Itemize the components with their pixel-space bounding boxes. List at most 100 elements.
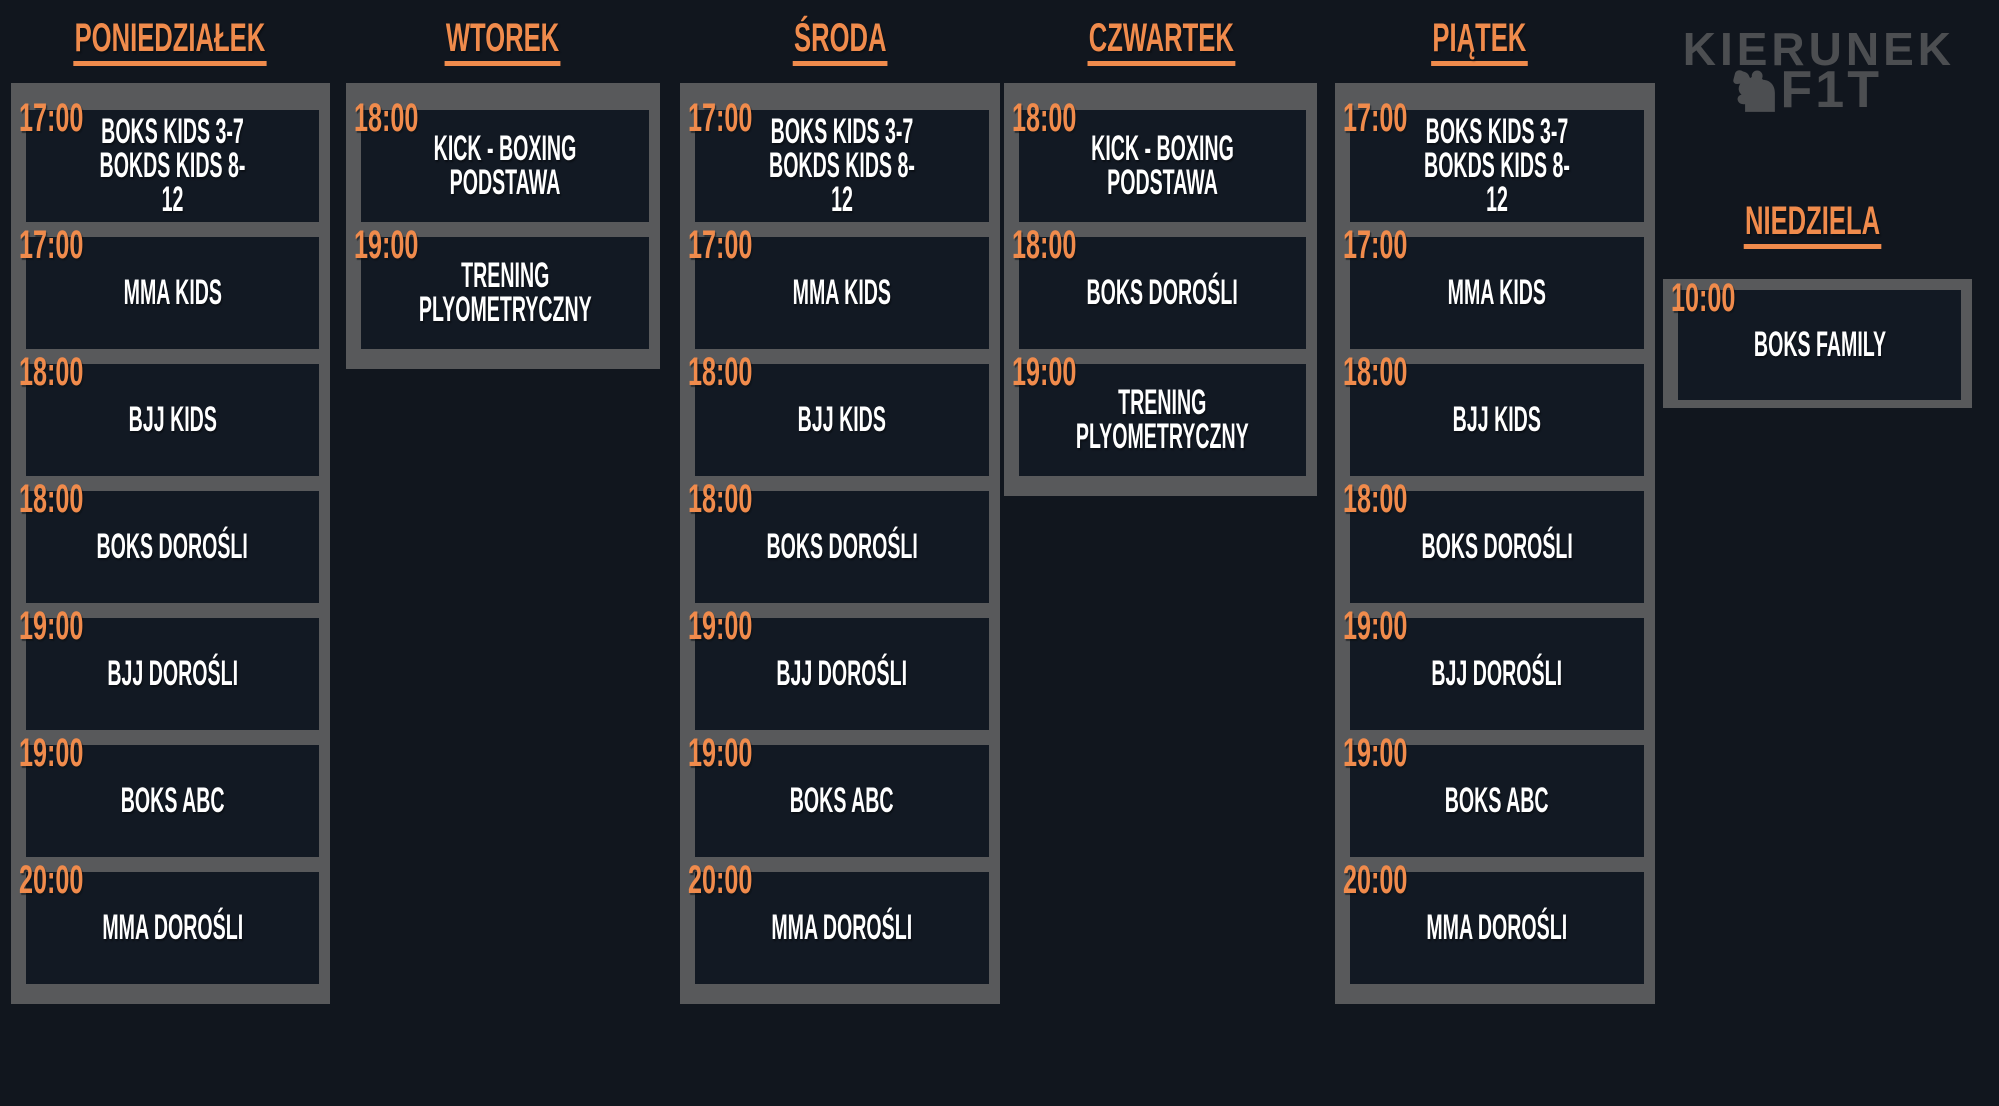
- class-time-text: 17:00: [1343, 96, 1408, 140]
- day-header-label: CZWARTEK: [1087, 18, 1235, 66]
- class-name: BJJ KIDS: [128, 400, 217, 439]
- class-name: KICK - BOXING PODSTAWA: [1091, 129, 1234, 202]
- logo-wordmark-f1t: F1T: [1780, 61, 1882, 119]
- class-time-text: 18:00: [1012, 96, 1077, 140]
- day-header-label: PONIEDZIAŁEK: [73, 18, 267, 66]
- day-header: CZWARTEK: [991, 18, 1331, 66]
- class-time-label: 17:00: [1343, 225, 1445, 265]
- class-box: BJJ DOROŚLI: [695, 618, 989, 730]
- class-box: MMA DOROŚLI: [26, 872, 319, 984]
- class-name: MMA DOROŚLI: [1426, 908, 1568, 947]
- day-header: NIEDZIELA: [1643, 201, 1983, 249]
- class-box: TRENING PLYOMETRYCZNY: [361, 237, 649, 349]
- class-name: BJJ KIDS: [797, 400, 887, 439]
- class-box: BJJ KIDS: [695, 364, 989, 476]
- class-box: BJJ DOROŚLI: [26, 618, 319, 730]
- class-box: BOKS KIDS 3-7 BOKDS KIDS 8-12: [26, 110, 319, 222]
- class-time-label: 20:00: [688, 860, 790, 900]
- class-box: BOKS ABC: [695, 745, 989, 857]
- class-time-label: 19:00: [1343, 606, 1445, 646]
- class-time-label: 19:00: [19, 733, 121, 773]
- class-time-text: 19:00: [1343, 731, 1408, 775]
- class-time-label: 17:00: [688, 98, 790, 138]
- class-time-label: 20:00: [1343, 860, 1445, 900]
- class-box: BOKS ABC: [26, 745, 319, 857]
- class-time-label: 20:00: [19, 860, 121, 900]
- day-header: WTOREK: [333, 18, 673, 66]
- class-box: TRENING PLYOMETRYCZNY: [1019, 364, 1306, 476]
- class-box: BJJ DOROŚLI: [1350, 618, 1644, 730]
- class-box: MMA DOROŚLI: [1350, 872, 1644, 984]
- class-time-text: 18:00: [688, 477, 753, 521]
- class-name: BOKS KIDS 3-7 BOKDS KIDS 8-12: [1424, 112, 1570, 219]
- class-time-text: 10:00: [1671, 276, 1736, 320]
- class-name: BOKS DOROŚLI: [766, 527, 918, 566]
- day-header: PIĄTEK: [1309, 18, 1649, 66]
- class-name: BOKS ABC: [1445, 781, 1549, 820]
- class-box: BOKS FAMILY: [1678, 290, 1961, 400]
- day-header: ŚRODA: [670, 18, 1010, 66]
- class-box: BJJ KIDS: [26, 364, 319, 476]
- class-time-label: 18:00: [1343, 479, 1445, 519]
- class-time-text: 18:00: [1343, 350, 1408, 394]
- class-time-label: 18:00: [354, 98, 456, 138]
- class-time-text: 18:00: [1012, 223, 1077, 267]
- class-box: MMA KIDS: [26, 237, 319, 349]
- class-time-text: 18:00: [688, 350, 753, 394]
- class-time-text: 17:00: [1343, 223, 1408, 267]
- class-name: TRENING PLYOMETRYCZNY: [418, 256, 592, 329]
- class-name: BOKS ABC: [790, 781, 894, 820]
- class-time-label: 18:00: [19, 479, 121, 519]
- class-time-text: 17:00: [688, 223, 753, 267]
- class-time-text: 19:00: [354, 223, 419, 267]
- class-box: BOKS DOROŚLI: [26, 491, 319, 603]
- class-name: BOKS DOROŚLI: [96, 527, 249, 566]
- class-time-text: 18:00: [19, 477, 84, 521]
- class-time-label: 17:00: [19, 225, 121, 265]
- class-name: BOKS DOROŚLI: [1421, 527, 1573, 566]
- class-name: BOKS ABC: [120, 781, 225, 820]
- class-box: BOKS KIDS 3-7 BOKDS KIDS 8-12: [1350, 110, 1644, 222]
- class-box: BOKS DOROŚLI: [1350, 491, 1644, 603]
- class-time-label: 18:00: [688, 352, 790, 392]
- class-time-label: 19:00: [688, 606, 790, 646]
- day-header-label: WTOREK: [445, 18, 561, 66]
- day-header-label: NIEDZIELA: [1744, 201, 1882, 249]
- class-box: KICK - BOXING PODSTAWA: [1019, 110, 1306, 222]
- class-name: MMA DOROŚLI: [102, 908, 243, 947]
- class-box: BJJ KIDS: [1350, 364, 1644, 476]
- class-name: MMA KIDS: [123, 273, 222, 312]
- class-name: TRENING PLYOMETRYCZNY: [1076, 383, 1249, 456]
- class-time-text: 17:00: [19, 96, 84, 140]
- class-time-label: 17:00: [1343, 98, 1445, 138]
- class-name: BJJ DOROŚLI: [776, 654, 908, 693]
- class-name: BOKS DOROŚLI: [1086, 273, 1239, 312]
- class-time-label: 17:00: [688, 225, 790, 265]
- class-time-text: 19:00: [688, 604, 753, 648]
- class-name: MMA DOROŚLI: [771, 908, 913, 947]
- class-time-label: 19:00: [354, 225, 456, 265]
- day-header-label: ŚRODA: [792, 18, 888, 66]
- class-time-text: 19:00: [1012, 350, 1077, 394]
- class-name: MMA KIDS: [792, 273, 892, 312]
- class-time-label: 19:00: [19, 606, 121, 646]
- class-box: MMA KIDS: [1350, 237, 1644, 349]
- class-name: KICK - BOXING PODSTAWA: [433, 129, 577, 202]
- class-time-label: 18:00: [1343, 352, 1445, 392]
- class-time-label: 18:00: [1012, 225, 1114, 265]
- class-time-text: 20:00: [19, 858, 84, 902]
- class-time-label: 18:00: [688, 479, 790, 519]
- class-time-label: 17:00: [19, 98, 121, 138]
- logo-wordmark-kierunek: KIERUNEK: [1682, 23, 1955, 75]
- class-time-text: 19:00: [19, 604, 84, 648]
- day-header-label: PIĄTEK: [1430, 18, 1528, 66]
- class-name: BJJ KIDS: [1452, 400, 1542, 439]
- class-time-text: 20:00: [688, 858, 753, 902]
